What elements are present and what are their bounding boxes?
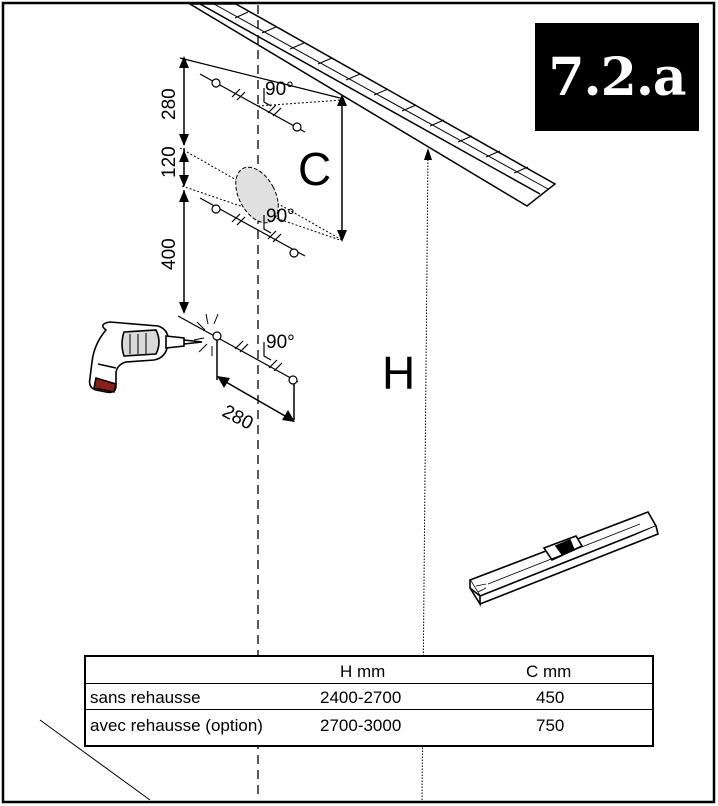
- table-header-c: C mm: [526, 662, 572, 681]
- c-dimension-arrow: [337, 94, 347, 242]
- h-label: H: [382, 347, 416, 399]
- table-row: avec rehausse (option) 2700-3000 750: [86, 713, 652, 735]
- upper-hole-line: [179, 57, 341, 133]
- table-divider: [86, 709, 652, 710]
- figure-number-badge: 7.2.a: [535, 23, 699, 131]
- dimension-label-120: 120: [159, 146, 180, 178]
- table-cell-c: 750: [536, 716, 565, 735]
- height-arrowhead: [424, 148, 432, 160]
- mounting-rail-icon: [468, 511, 659, 607]
- ceiling-panel: [187, 3, 557, 207]
- middle-hole-line: [199, 197, 306, 258]
- dim-arrowhead-right: [282, 410, 295, 422]
- c-label: C: [298, 143, 332, 195]
- table-cell-c: 450: [536, 688, 565, 707]
- lower-hole-line: [177, 315, 299, 385]
- dimension-arrowheads: [179, 56, 189, 314]
- angle-label-top: 90°: [265, 79, 294, 100]
- drill-icon: [88, 321, 203, 394]
- drill-spark: [193, 313, 219, 356]
- dim-arrowhead-left: [217, 376, 230, 388]
- angle-label-middle: 90°: [266, 206, 295, 227]
- table-cell-h: 2700-3000: [320, 716, 402, 735]
- angle-label-bottom: 90°: [266, 332, 295, 353]
- table-cell-config: avec rehausse (option): [90, 716, 263, 735]
- table-header-row: H mm C mm: [86, 659, 652, 681]
- spec-table: H mm C mm sans rehausse 2400-2700 450 av…: [84, 655, 654, 747]
- dimension-label-400: 400: [159, 238, 180, 270]
- table-divider: [86, 683, 652, 684]
- table-cell-config: sans rehausse: [90, 688, 201, 707]
- table-row: sans rehausse 2400-2700 450: [86, 685, 652, 707]
- dimension-label-280-top: 280: [159, 88, 180, 120]
- table-header-h: H mm: [340, 662, 386, 681]
- horizontal-dimension: [216, 340, 295, 421]
- duct-opening: [235, 166, 279, 224]
- wall-edge-line: [39, 719, 151, 801]
- table-cell-h: 2400-2700: [320, 688, 402, 707]
